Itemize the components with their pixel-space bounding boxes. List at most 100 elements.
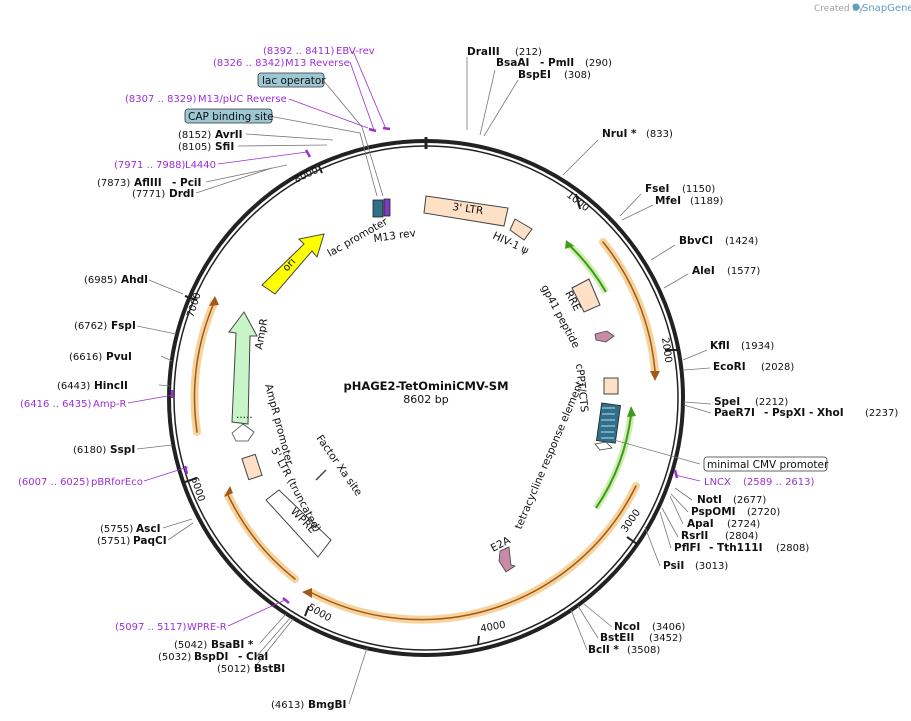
lac-operator-label[interactable]: lac operator (257, 72, 326, 88)
site-drdi[interactable]: (7771) DrdI (132, 188, 194, 200)
site-bsteii[interactable]: BstEII (3452) (600, 632, 682, 644)
feature-tre-block[interactable] (595, 402, 621, 444)
tick-label-1000: 1000 (564, 190, 591, 214)
feature-psi[interactable] (509, 218, 533, 241)
feature-factor-xa[interactable] (315, 469, 327, 481)
site-fsei[interactable]: FseI (1150) (645, 183, 715, 195)
site-ahdi[interactable]: (6985) AhdI (84, 274, 148, 286)
site-nrui[interactable]: NruI * (833) (602, 128, 673, 140)
primer-range: (2589 .. 2613) (743, 477, 815, 488)
feature-e2a[interactable] (498, 546, 516, 573)
primer-lncx[interactable]: LNCX (2589 .. 2613) (704, 477, 815, 488)
site-pflfi[interactable]: PflFI - Tth111I (2808) (674, 542, 809, 554)
min-cmv-text: minimal CMV promoter (707, 459, 829, 471)
leader-afliii (205, 164, 288, 183)
site-rsrii[interactable]: RsrII (2804) (681, 530, 758, 542)
site-pos: (3452) (649, 633, 682, 644)
orf-arc-lower-left[interactable] (227, 494, 296, 580)
feature-gp41[interactable] (594, 330, 615, 343)
site-name: PflFI (674, 542, 701, 554)
primer-name: M13 Reverse (285, 58, 350, 69)
site-sspi[interactable]: (6180) SspI (73, 444, 135, 456)
site-name: AleI (692, 265, 715, 277)
site-noti[interactable]: NotI (2677) (697, 494, 766, 506)
site-psii[interactable]: PsiI (3013) (663, 560, 728, 572)
site-bstbi[interactable]: (5012) BstBI (217, 663, 285, 675)
primer-mark-wpre-r (282, 597, 290, 604)
primer-m13-reverse[interactable]: (8326 .. 8342) M13 Reverse (213, 58, 350, 69)
primer-amp-r[interactable]: (6416 .. 6435) Amp-R (20, 399, 127, 410)
feature-ampr-promoter[interactable] (231, 423, 255, 442)
feature-ori[interactable] (261, 233, 325, 295)
site-pspomi[interactable]: PspOMI (2720) (691, 506, 780, 518)
cap-binding-label[interactable]: CAP binding site (184, 108, 274, 124)
primer-m13puc-reverse[interactable]: (8307 .. 8329) M13/pUC Reverse (125, 94, 287, 105)
site-name: ApaI (687, 518, 714, 530)
feature-rre[interactable] (571, 278, 601, 313)
site-apai[interactable]: ApaI (2724) (687, 518, 760, 530)
primer-ebv-rev[interactable]: (8392 .. 8411) EBV-rev (263, 46, 375, 57)
leader-mfei (621, 204, 654, 221)
site-bcli[interactable]: BclI * (3508) (588, 644, 660, 656)
site-spei[interactable]: SpeI (2212) (714, 396, 788, 408)
site-afliii[interactable]: (7873) AflIII - PciI (97, 177, 201, 189)
primer-l4440[interactable]: (7971 .. 7988) L4440 (114, 160, 216, 171)
site-ncoi[interactable]: NcoI (3406) (614, 621, 685, 633)
primer-name: pBRforEco (91, 477, 143, 488)
site-kfli[interactable]: KflI (1934) (710, 340, 774, 352)
credit-brand[interactable]: SnapGene (862, 3, 911, 14)
site-sfii[interactable]: (8105) SfiI (178, 141, 234, 153)
primer-pbrforeco[interactable]: (6007 .. 6025) pBRforEco (18, 477, 143, 488)
site-ecori[interactable]: EcoRI (2028) (713, 361, 794, 373)
site-draiii[interactable]: DraIII (212) (467, 46, 542, 58)
site-bmgbi[interactable]: (4613) BmgBI (271, 699, 346, 711)
site-avrii[interactable]: (8152) AvrII (178, 129, 243, 141)
site-bbvci[interactable]: BbvCI (1424) (679, 235, 758, 247)
tick-4000 (477, 635, 480, 645)
tick-6000 (184, 477, 198, 483)
leader-pvui (160, 355, 173, 362)
leader-lines (136, 57, 712, 705)
site-paer7i[interactable]: PaeR7I - PspXI - XhoI (2237) (714, 407, 898, 419)
leader-bsaai (479, 69, 496, 136)
feature-lac-block[interactable] (372, 199, 384, 218)
feature-m13rev[interactable] (383, 198, 391, 217)
site-bspei[interactable]: BspEI (308) (518, 69, 591, 81)
feature-wpre[interactable] (265, 489, 332, 558)
green-arc-lower[interactable] (595, 414, 632, 509)
orf-arc-right[interactable] (602, 241, 656, 372)
site-bsabi[interactable]: (5042) BsaBI * (174, 639, 254, 651)
feature-3ltr[interactable] (423, 195, 509, 227)
site-asci[interactable]: (5755) AscI (100, 523, 161, 535)
site-paqci[interactable]: (5751) PaqCI (97, 535, 167, 547)
green-arcs (565, 240, 636, 510)
min-cmv-label[interactable]: minimal CMV promoter (703, 456, 829, 472)
feature-5ltr[interactable] (241, 453, 263, 481)
site-pos: (2237) (865, 408, 898, 419)
site-pos: (4613) (271, 700, 304, 711)
site-name: BstEII (600, 632, 634, 644)
site-name: DraIII (467, 46, 500, 58)
tick-3000 (626, 536, 638, 545)
feature-label-ampr: AmpR (253, 318, 270, 351)
feature-label-cppt: cPPT/CTS (573, 363, 590, 413)
primer-range: (8307 .. 8329) (125, 94, 197, 105)
orf-arc-bottom[interactable] (311, 485, 637, 621)
site-bspdi[interactable]: (5032) BspDI - ClaI (158, 651, 268, 663)
leader-lac-operator (322, 79, 384, 197)
feature-ampr[interactable] (228, 311, 258, 425)
site-pos: (6180) (73, 445, 106, 456)
orf-arc-left[interactable] (193, 302, 215, 433)
site-bsaai[interactable]: BsaAI - PmlI (290) (496, 57, 612, 69)
tick-7000 (184, 295, 198, 301)
site-pos: (212) (515, 47, 542, 58)
site-name: SpeI (714, 396, 740, 408)
site-mfei[interactable]: MfeI (1189) (655, 195, 723, 207)
site-alei[interactable]: AleI (1577) (692, 265, 760, 277)
site-hincii[interactable]: (6443) HincII (57, 380, 128, 392)
site-fspi[interactable]: (6762) FspI (74, 320, 136, 332)
primer-range: (8392 .. 8411) (263, 46, 335, 57)
primer-wpre-r[interactable]: (5097 .. 5117) WPRE-R (115, 622, 227, 633)
site-pvui[interactable]: (6616) PvuI (69, 351, 132, 363)
feature-cppt[interactable] (603, 377, 619, 395)
